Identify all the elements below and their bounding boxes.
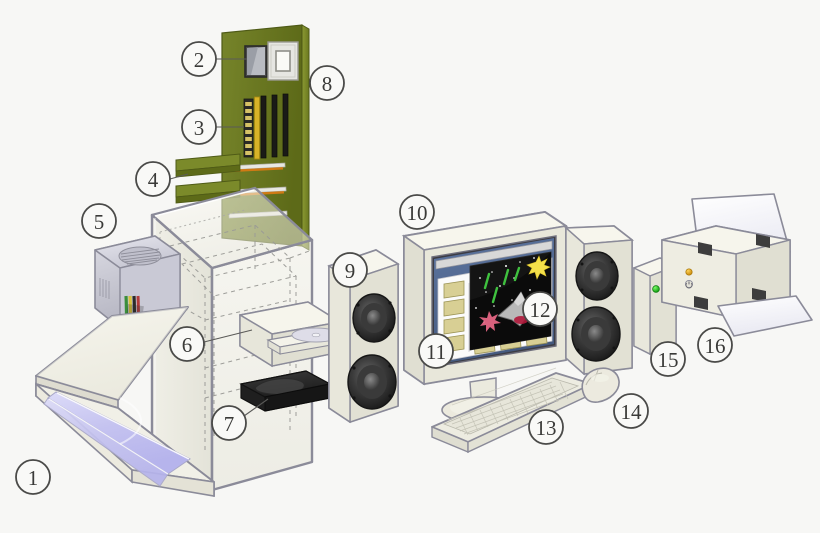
callout-5[interactable]: 5	[81, 203, 117, 239]
callout-label: 13	[536, 416, 557, 440]
speaker-driver-woofer	[347, 354, 397, 410]
callout-7[interactable]: 7	[211, 405, 247, 441]
callout-label: 12	[530, 298, 551, 322]
printer-power-button[interactable]	[684, 279, 694, 289]
callout-label: 1	[28, 466, 39, 490]
callout-label: 14	[621, 400, 643, 424]
callout-12[interactable]: 12	[522, 291, 558, 327]
flatbed-scanner	[35, 306, 215, 497]
callout-label: 11	[426, 340, 446, 364]
callout-9[interactable]: 9	[332, 252, 368, 288]
callout-label: 7	[224, 412, 235, 436]
explosion	[479, 311, 501, 332]
callout-3[interactable]: 3	[181, 109, 217, 145]
sun-burst	[526, 255, 551, 280]
speaker-left	[327, 249, 400, 424]
callout-8[interactable]: 8	[309, 65, 345, 101]
printer-output-paper	[717, 295, 813, 337]
callout-11[interactable]: 11	[418, 333, 454, 369]
callout-2[interactable]: 2	[181, 41, 217, 77]
mouse	[581, 367, 620, 403]
power-led-icon	[652, 285, 660, 293]
callout-label: 2	[194, 48, 205, 72]
speaker-driver-tweeter	[575, 251, 619, 301]
space-game-window	[469, 251, 552, 351]
callout-4[interactable]: 4	[135, 161, 171, 197]
callout-label: 3	[194, 116, 205, 140]
callout-1[interactable]: 1	[15, 459, 51, 495]
printer-status-led-icon	[685, 268, 693, 276]
printer	[661, 193, 813, 337]
callout-label: 15	[658, 348, 679, 372]
speaker-driver-woofer	[571, 306, 621, 362]
callout-10[interactable]: 10	[399, 194, 435, 230]
speaker-driver-tweeter	[352, 293, 396, 343]
callout-15[interactable]: 15	[650, 341, 686, 377]
callout-badges: 1 2 3 4 5 6 7 8 9 10 11 12 13 14 15 16	[15, 41, 733, 495]
callout-16[interactable]: 16	[697, 327, 733, 363]
callout-label: 9	[345, 259, 356, 283]
psu-fan-grille	[118, 246, 162, 266]
cpu-processor	[244, 41, 299, 81]
callout-label: 6	[182, 333, 193, 357]
callout-6[interactable]: 6	[169, 326, 205, 362]
callout-14[interactable]: 14	[613, 393, 649, 429]
callout-leaders	[169, 58, 269, 417]
callout-13[interactable]: 13	[528, 409, 564, 445]
callout-label: 8	[322, 72, 333, 96]
callout-label: 4	[148, 168, 159, 192]
memory-ram	[243, 93, 289, 160]
psu-vents	[99, 278, 110, 299]
keyboard-keys	[447, 381, 569, 436]
speaker-right	[563, 225, 635, 376]
laser-beams	[483, 266, 521, 304]
callout-label: 10	[407, 201, 428, 225]
hard-disk-drive	[239, 370, 332, 412]
callout-label: 5	[94, 210, 105, 234]
callout-label: 16	[705, 334, 726, 358]
